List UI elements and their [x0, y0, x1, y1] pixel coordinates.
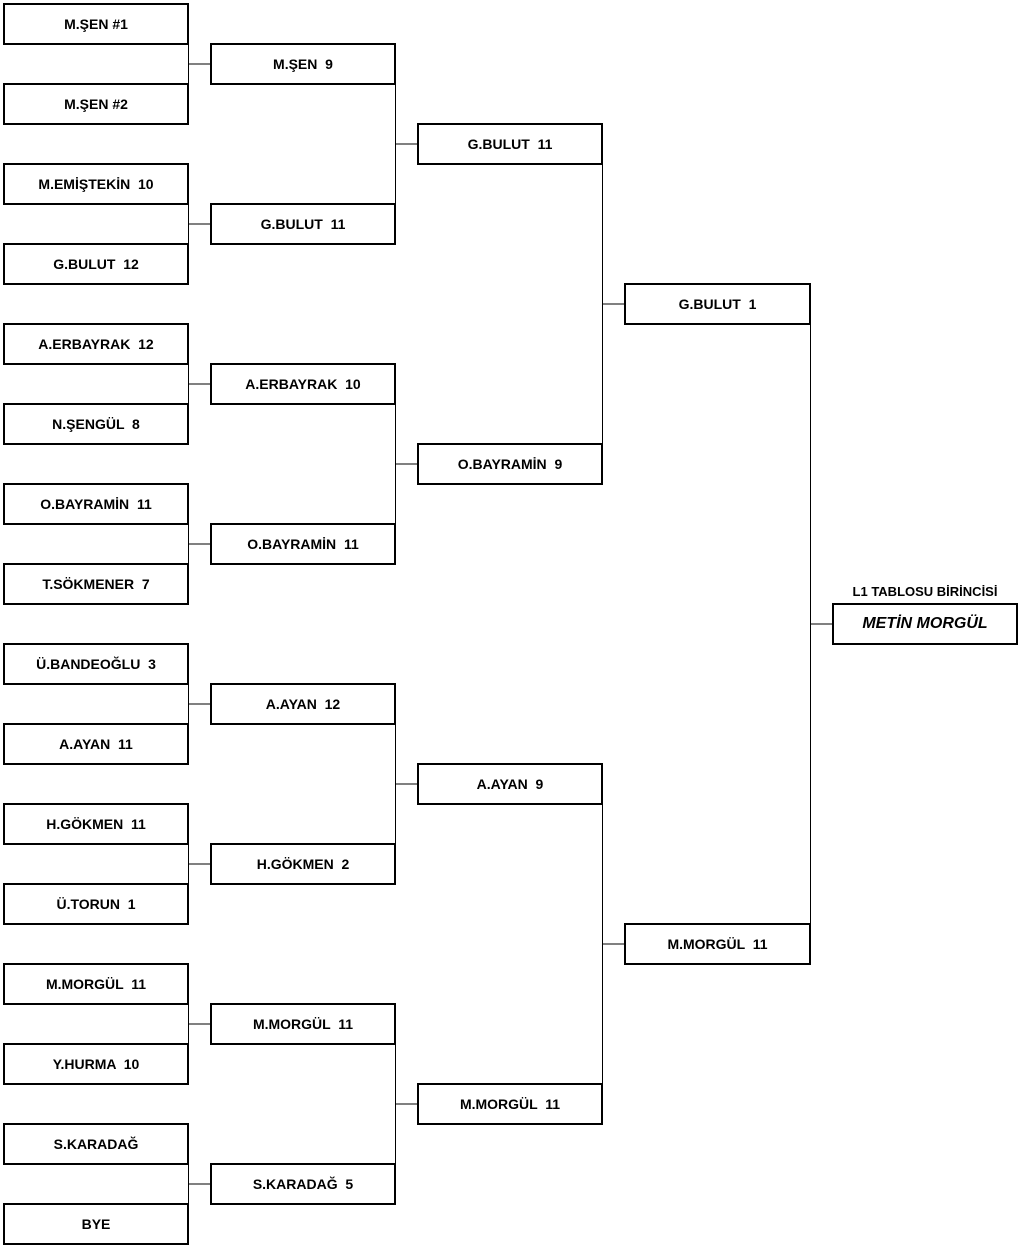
round1-slot: G.BULUT 12: [3, 243, 189, 285]
round2-slot: M.ŞEN 9: [210, 43, 396, 85]
round1-slot: S.KARADAĞ: [3, 1123, 189, 1165]
round2-slot: A.AYAN 12: [210, 683, 396, 725]
round2-slot: A.ERBAYRAK 10: [210, 363, 396, 405]
round2-slot: S.KARADAĞ 5: [210, 1163, 396, 1205]
round1-slot: BYE: [3, 1203, 189, 1245]
round1-slot: A.AYAN 11: [3, 723, 189, 765]
round3-slot: O.BAYRAMİN 9: [417, 443, 603, 485]
round1-slot: H.GÖKMEN 11: [3, 803, 189, 845]
round2-slot: M.MORGÜL 11: [210, 1003, 396, 1045]
round4-slot: G.BULUT 1: [624, 283, 811, 325]
round1-slot: N.ŞENGÜL 8: [3, 403, 189, 445]
round1-slot: M.ŞEN #1: [3, 3, 189, 45]
round1-slot: A.ERBAYRAK 12: [3, 323, 189, 365]
round2-slot: H.GÖKMEN 2: [210, 843, 396, 885]
round1-slot: T.SÖKMENER 7: [3, 563, 189, 605]
round2-slot: O.BAYRAMİN 11: [210, 523, 396, 565]
round1-slot: M.MORGÜL 11: [3, 963, 189, 1005]
champion-box: METİN MORGÜL: [832, 603, 1018, 645]
champion-title: L1 TABLOSU BİRİNCİSİ: [852, 584, 998, 599]
round1-slot: M.EMİŞTEKİN 10: [3, 163, 189, 205]
round1-slot: Ü.BANDEOĞLU 3: [3, 643, 189, 685]
round2-slot: G.BULUT 11: [210, 203, 396, 245]
round1-slot: Ü.TORUN 1: [3, 883, 189, 925]
round1-slot: O.BAYRAMİN 11: [3, 483, 189, 525]
round3-slot: M.MORGÜL 11: [417, 1083, 603, 1125]
round1-slot: M.ŞEN #2: [3, 83, 189, 125]
round3-slot: G.BULUT 11: [417, 123, 603, 165]
round4-slot: M.MORGÜL 11: [624, 923, 811, 965]
champion-name: METİN MORGÜL: [862, 615, 988, 632]
round3-slot: A.AYAN 9: [417, 763, 603, 805]
round1-slot: Y.HURMA 10: [3, 1043, 189, 1085]
